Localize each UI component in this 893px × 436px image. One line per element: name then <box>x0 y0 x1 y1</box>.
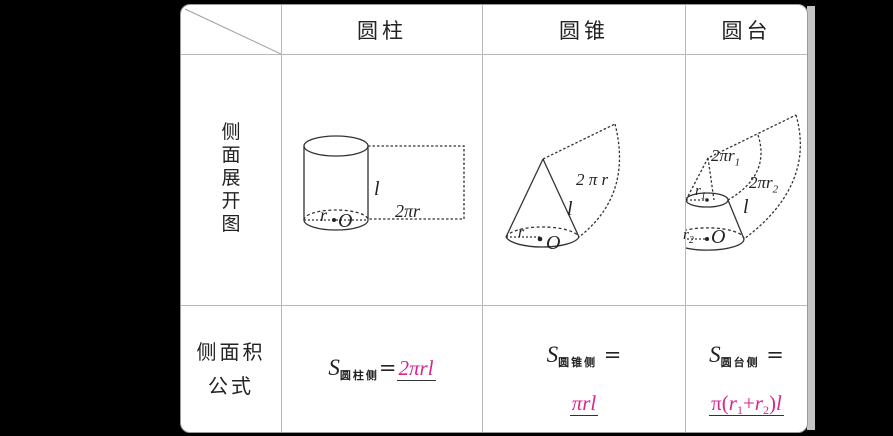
plus: + <box>742 391 755 415</box>
center-label: O <box>338 210 352 232</box>
header-cone: 圆锥 <box>559 18 609 43</box>
arc-length-label: 2πr <box>395 201 421 221</box>
cone-formula: S圆锥侧 = πrl <box>483 335 685 423</box>
r2-label: r2 <box>683 227 694 246</box>
generatrix-label: l <box>567 198 573 220</box>
center-label: O <box>546 232 560 254</box>
label-line: 侧面积 <box>196 340 266 364</box>
paren: ) <box>768 391 776 415</box>
r2-sub: 2 <box>762 403 769 417</box>
grid-line <box>181 305 807 306</box>
frustum-generatrix-label: l <box>743 196 749 218</box>
arc1-text: 2πr <box>711 146 735 165</box>
header-frustum: 圆台 <box>721 18 772 43</box>
label-char: 展 <box>221 167 241 189</box>
row-label-lateral-area-formula: 侧面积 公式 <box>181 335 281 403</box>
label-char: 面 <box>221 144 241 166</box>
r1-text: r <box>695 183 701 199</box>
header-cylinder: 圆柱 <box>357 18 407 43</box>
cylinder-development-diagram: r O l 2πr <box>303 135 465 232</box>
label-line: 公式 <box>208 374 254 398</box>
label-char: 侧 <box>221 121 241 143</box>
r1-label: r1 <box>695 183 706 202</box>
label-char: 图 <box>221 213 241 235</box>
equals-sign: = <box>766 343 784 367</box>
area-subscript: 圆柱侧 <box>339 369 379 382</box>
arc1-label: 2πr1 <box>711 146 740 168</box>
paren: ( <box>721 391 729 415</box>
generatrix-label: l <box>374 178 380 200</box>
label-char: 开 <box>221 190 241 212</box>
equals-sign: = <box>378 356 397 380</box>
equals-sign: = <box>603 343 622 367</box>
pi: π <box>711 391 722 415</box>
arc2-label: 2πr2 <box>749 173 778 195</box>
area-symbol: S <box>546 342 559 367</box>
area-subscript: 圆锥侧 <box>558 356 598 369</box>
arc-length-label: 2 π r <box>576 170 609 189</box>
grid-line <box>281 5 282 432</box>
radius-label: r <box>518 224 525 241</box>
radius-label: r <box>320 205 328 225</box>
area-subscript: 圆台侧 <box>720 356 760 369</box>
solids-lateral-area-table: 圆柱 圆锥 圆台 侧 面 展 开 图 r O l 2πr <box>180 4 808 433</box>
grid-line <box>685 5 686 432</box>
grid-line <box>181 54 807 55</box>
answer-blank: πrl <box>569 391 599 416</box>
r2-sub: 2 <box>688 235 694 246</box>
arc1-sub: 1 <box>734 156 741 169</box>
cylinder-formula: S圆柱侧=2πrl <box>282 355 482 383</box>
arc2-text: 2πr <box>749 173 773 192</box>
frustum-development-diagram <box>686 114 801 251</box>
area-symbol: S <box>328 355 340 380</box>
grid-line <box>482 5 483 432</box>
r1-sub: 1 <box>736 403 743 417</box>
scrollbar[interactable] <box>807 6 815 430</box>
answer-blank: 2πrl <box>396 356 436 381</box>
r2: r <box>754 391 763 415</box>
cone-development-diagram: r O l 2 π r <box>505 123 621 254</box>
answer-blank: π(r1+r2)l <box>709 391 784 417</box>
r1: r <box>728 391 737 415</box>
r2-text: r <box>683 227 689 243</box>
r1-sub: 1 <box>700 191 706 202</box>
frustum-center-label: O <box>711 226 726 248</box>
corner-diagonal <box>184 8 281 55</box>
row-label-lateral-development: 侧 面 展 开 图 <box>211 121 251 236</box>
area-symbol: S <box>709 342 721 367</box>
arc2-sub: 2 <box>772 183 779 196</box>
frustum-formula: S圆台侧 = π(r1+r2)l <box>686 335 807 430</box>
l: l <box>775 391 782 415</box>
